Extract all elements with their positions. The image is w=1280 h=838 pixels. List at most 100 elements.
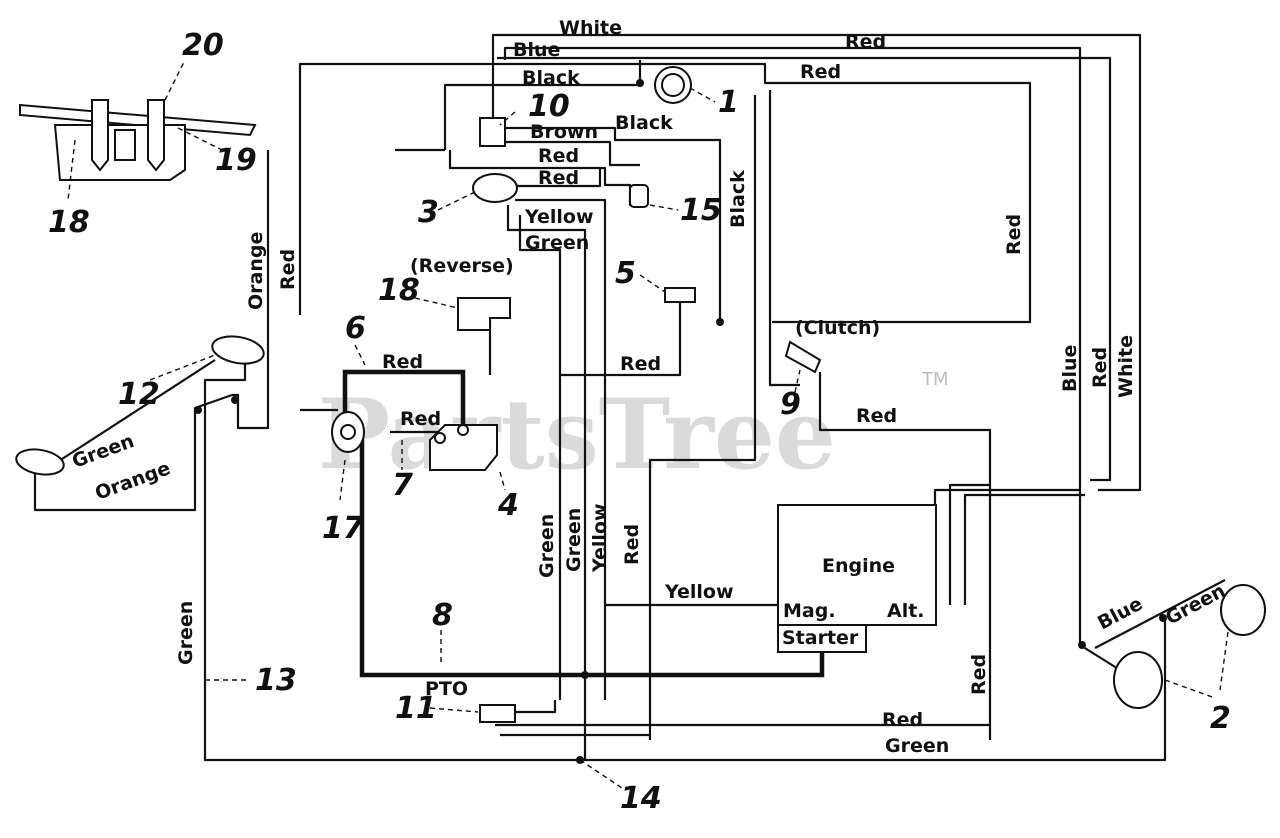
leader-line: [1219, 631, 1229, 691]
junction-dot: [581, 671, 589, 679]
callout-number: 5: [615, 256, 636, 291]
leader-line: [437, 191, 476, 211]
red-5-wire: [560, 300, 682, 377]
wire-label: Red: [856, 405, 897, 427]
callout-number: 7: [392, 468, 413, 503]
blue-head-wire: [1078, 490, 1121, 671]
wire-label: Blue: [513, 39, 560, 61]
bolt-icon: [91, 99, 109, 172]
callout-number: 20: [182, 28, 224, 63]
callout-number: 1: [718, 85, 739, 120]
wire-label: Yellow: [524, 206, 594, 228]
clutch-label: (Clutch): [795, 317, 880, 339]
red-gauge-wire: [298, 62, 1032, 324]
callout-number: 11: [395, 691, 437, 726]
wire-label: Yellow: [664, 581, 734, 603]
leader-line: [579, 759, 626, 791]
clutch-feed: [768, 90, 800, 387]
wire-label: Yellow: [589, 503, 611, 573]
solenoid-core: [340, 424, 356, 440]
starter-box: [777, 624, 867, 653]
leader-line: [689, 87, 716, 103]
leader-line: [67, 139, 76, 201]
headlight-icon: [1113, 651, 1163, 709]
battery-terminal: [457, 424, 469, 436]
callout-number: 15: [680, 193, 722, 228]
wire-label: Black: [727, 170, 749, 228]
callout-number: 13: [255, 663, 297, 698]
junction-dot: [1078, 641, 1086, 649]
junction-dot: [1159, 614, 1167, 622]
fuse-15-icon: [629, 184, 649, 208]
starter-label: Starter: [782, 627, 859, 649]
battery-terminal: [434, 432, 446, 444]
callout-number: 18: [378, 273, 420, 308]
reverse-switch-icon: [457, 297, 511, 331]
red-top-wire: [503, 46, 1082, 490]
watermark-tm: TM: [921, 369, 949, 390]
wire-label: White: [1115, 335, 1137, 398]
red-b-wire: [512, 168, 602, 188]
switch-body-icon: [114, 129, 136, 161]
wire-label: Red: [277, 249, 299, 290]
leader-line: [649, 204, 679, 211]
callout-number: 10: [528, 89, 570, 124]
battery-cable-pos: [342, 369, 466, 428]
wire-label: Green: [525, 232, 589, 254]
switch-5-icon: [664, 287, 696, 303]
black-mid-wire: [505, 126, 722, 322]
wire-label: Red: [845, 31, 886, 53]
callout-number: 14: [620, 781, 662, 816]
ignition-switch-icon: [479, 117, 506, 147]
junction-dot: [194, 406, 202, 414]
callout-numbers: 1 2 3 4 5 6 7 8 9 10 11 12 13 14 15 17 1…: [48, 28, 1231, 816]
tail-light-icon: [211, 335, 265, 365]
wire-label: Orange: [245, 232, 267, 310]
callout-leaders: [67, 59, 1229, 791]
wire-label: Brown: [530, 121, 598, 143]
leader-line: [177, 127, 223, 151]
leader-line: [639, 274, 666, 293]
wire-label: Blue: [1059, 345, 1081, 392]
wire-label: Red: [382, 351, 423, 373]
green-v1-wire: [518, 215, 562, 700]
junction-dot: [636, 79, 644, 87]
junction-dot: [716, 318, 724, 326]
pto-green: [510, 700, 557, 714]
wire-label: Green: [175, 601, 197, 665]
wire-label: Red: [968, 654, 990, 695]
junction-dot: [231, 396, 239, 404]
alt-wire-3: [963, 493, 1085, 605]
alt-label: Alt.: [887, 600, 925, 622]
wire-label: Blue: [1094, 593, 1146, 635]
callout-number: 12: [118, 377, 160, 412]
wire-label: White: [559, 17, 622, 39]
wire-label: Red: [621, 524, 643, 565]
wire-label: Red: [620, 353, 661, 375]
callout-number: 19: [215, 143, 257, 178]
wire-label: Green: [1162, 580, 1229, 630]
wire-label: Red: [800, 61, 841, 83]
switch-3-icon: [472, 173, 518, 203]
yellow-v-wire: [515, 198, 607, 700]
alt-wire-1: [933, 488, 1080, 605]
leader-line: [1164, 679, 1216, 699]
pto-label: PTO: [425, 678, 468, 700]
starter-cable: [359, 430, 825, 678]
mag-label: Mag.: [783, 600, 836, 622]
wire-label: Red: [1003, 214, 1025, 255]
red-v-wire: [648, 95, 757, 740]
component-labels: (Reverse) (Clutch) PTO Engine Mag. Alt. …: [410, 255, 925, 700]
bolt-icon: [147, 99, 165, 172]
leader-line: [339, 459, 346, 501]
callout-number: 2: [1210, 701, 1231, 736]
blue-head-to-right: [1094, 579, 1226, 649]
wire-label: Red: [1089, 347, 1111, 388]
wire-label: Red: [538, 167, 579, 189]
wire-label: Black: [522, 67, 580, 89]
wire-label: Orange: [92, 457, 173, 504]
callout-number: 3: [418, 195, 439, 230]
leader-line: [499, 111, 516, 126]
